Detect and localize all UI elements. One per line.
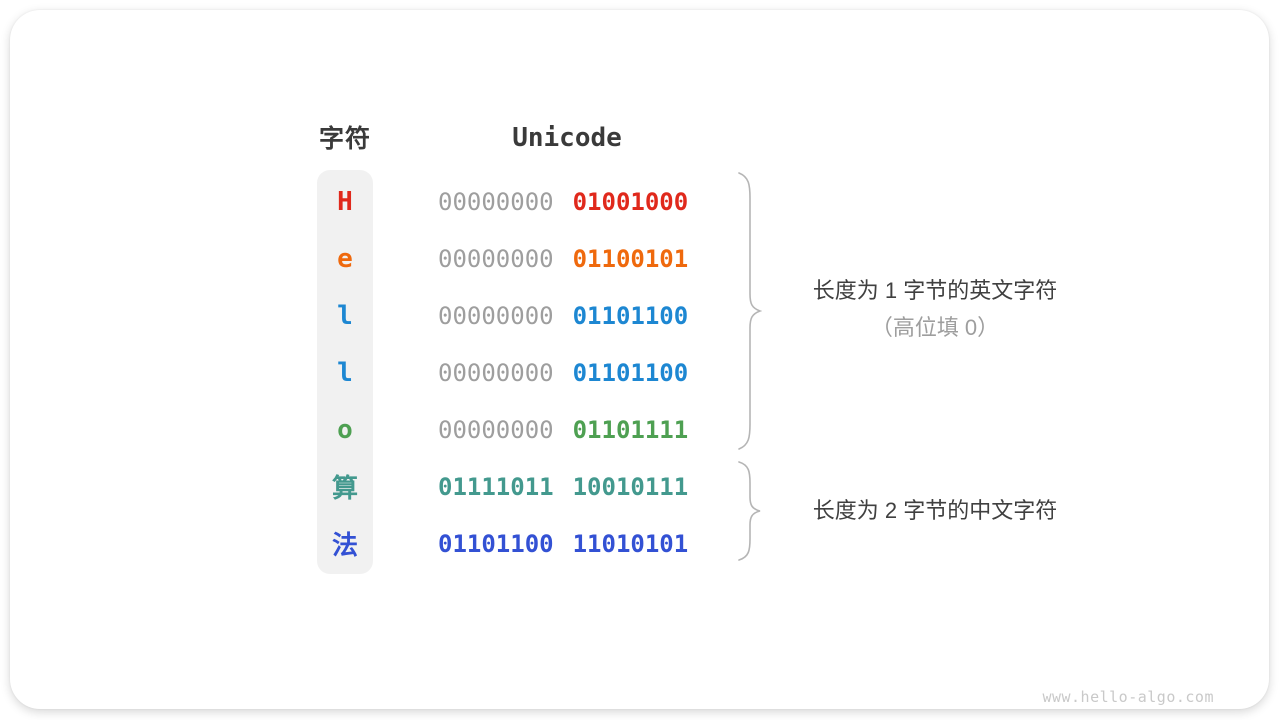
encoding-row: o 00000000 01101111	[317, 401, 747, 458]
unicode-bytes: 01101100 11010101	[438, 530, 688, 558]
unicode-bytes: 00000000 01101100	[438, 359, 688, 387]
annotation-chinese-line1: 长度为 2 字节的中文字符	[812, 498, 1058, 523]
char-cell: 算	[331, 474, 358, 504]
char-cell: l	[337, 357, 353, 388]
annotation-english-line1: 长度为 1 字节的英文字符	[812, 278, 1058, 303]
byte-low: 11010101	[572, 529, 689, 558]
byte-low: 01100101	[572, 244, 689, 273]
byte-zero-fill: 00000000	[438, 358, 554, 387]
column-header-unicode: Unicode	[512, 123, 622, 153]
char-column-background	[317, 170, 373, 574]
unicode-bytes: 01111011 10010111	[438, 473, 688, 501]
byte-zero-fill: 00000000	[438, 187, 554, 216]
watermark: www.hello-algo.com	[1042, 688, 1214, 706]
unicode-bytes: 00000000 01101111	[438, 416, 688, 444]
byte-zero-fill: 00000000	[438, 301, 554, 330]
char-cell: 法	[331, 531, 358, 561]
byte-zero-fill: 00000000	[438, 244, 554, 273]
char-cell: e	[337, 243, 353, 274]
encoding-row: 法 01101100 11010101	[317, 515, 747, 572]
brace-english-group	[738, 172, 762, 450]
column-header-char: 字符	[318, 125, 371, 153]
annotation-english-chars: 长度为 1 字节的英文字符 （高位填 0）	[755, 272, 1115, 346]
char-cell: o	[337, 414, 353, 445]
encoding-row: l 00000000 01101100	[317, 287, 747, 344]
diagram-card: 字符 Unicode H 00000000 01001000 e 00000000 011…	[10, 10, 1269, 709]
unicode-bytes: 00000000 01001000	[438, 188, 688, 216]
byte-low: 01001000	[572, 187, 689, 216]
char-cell: H	[337, 186, 353, 217]
byte-low: 01101111	[572, 415, 689, 444]
encoding-row: l 00000000 01101100	[317, 344, 747, 401]
encoding-rows: H 00000000 01001000 e 00000000 01100101 l 00000…	[317, 173, 747, 572]
annotation-chinese-chars: 长度为 2 字节的中文字符	[755, 492, 1115, 529]
byte-low: 01101100	[572, 301, 689, 330]
byte-zero-fill: 00000000	[438, 415, 554, 444]
encoding-row: 算 01111011 10010111	[317, 458, 747, 515]
byte-low: 01101100	[572, 358, 689, 387]
byte-high: 01111011	[438, 472, 554, 501]
byte-low: 10010111	[572, 472, 689, 501]
annotation-english-line2: （高位填 0）	[870, 315, 1000, 340]
char-cell: l	[337, 300, 353, 331]
encoding-row: H 00000000 01001000	[317, 173, 747, 230]
unicode-bytes: 00000000 01101100	[438, 302, 688, 330]
encoding-row: e 00000000 01100101	[317, 230, 747, 287]
brace-chinese-group	[738, 461, 761, 561]
byte-high: 01101100	[438, 529, 554, 558]
unicode-bytes: 00000000 01100101	[438, 245, 688, 273]
